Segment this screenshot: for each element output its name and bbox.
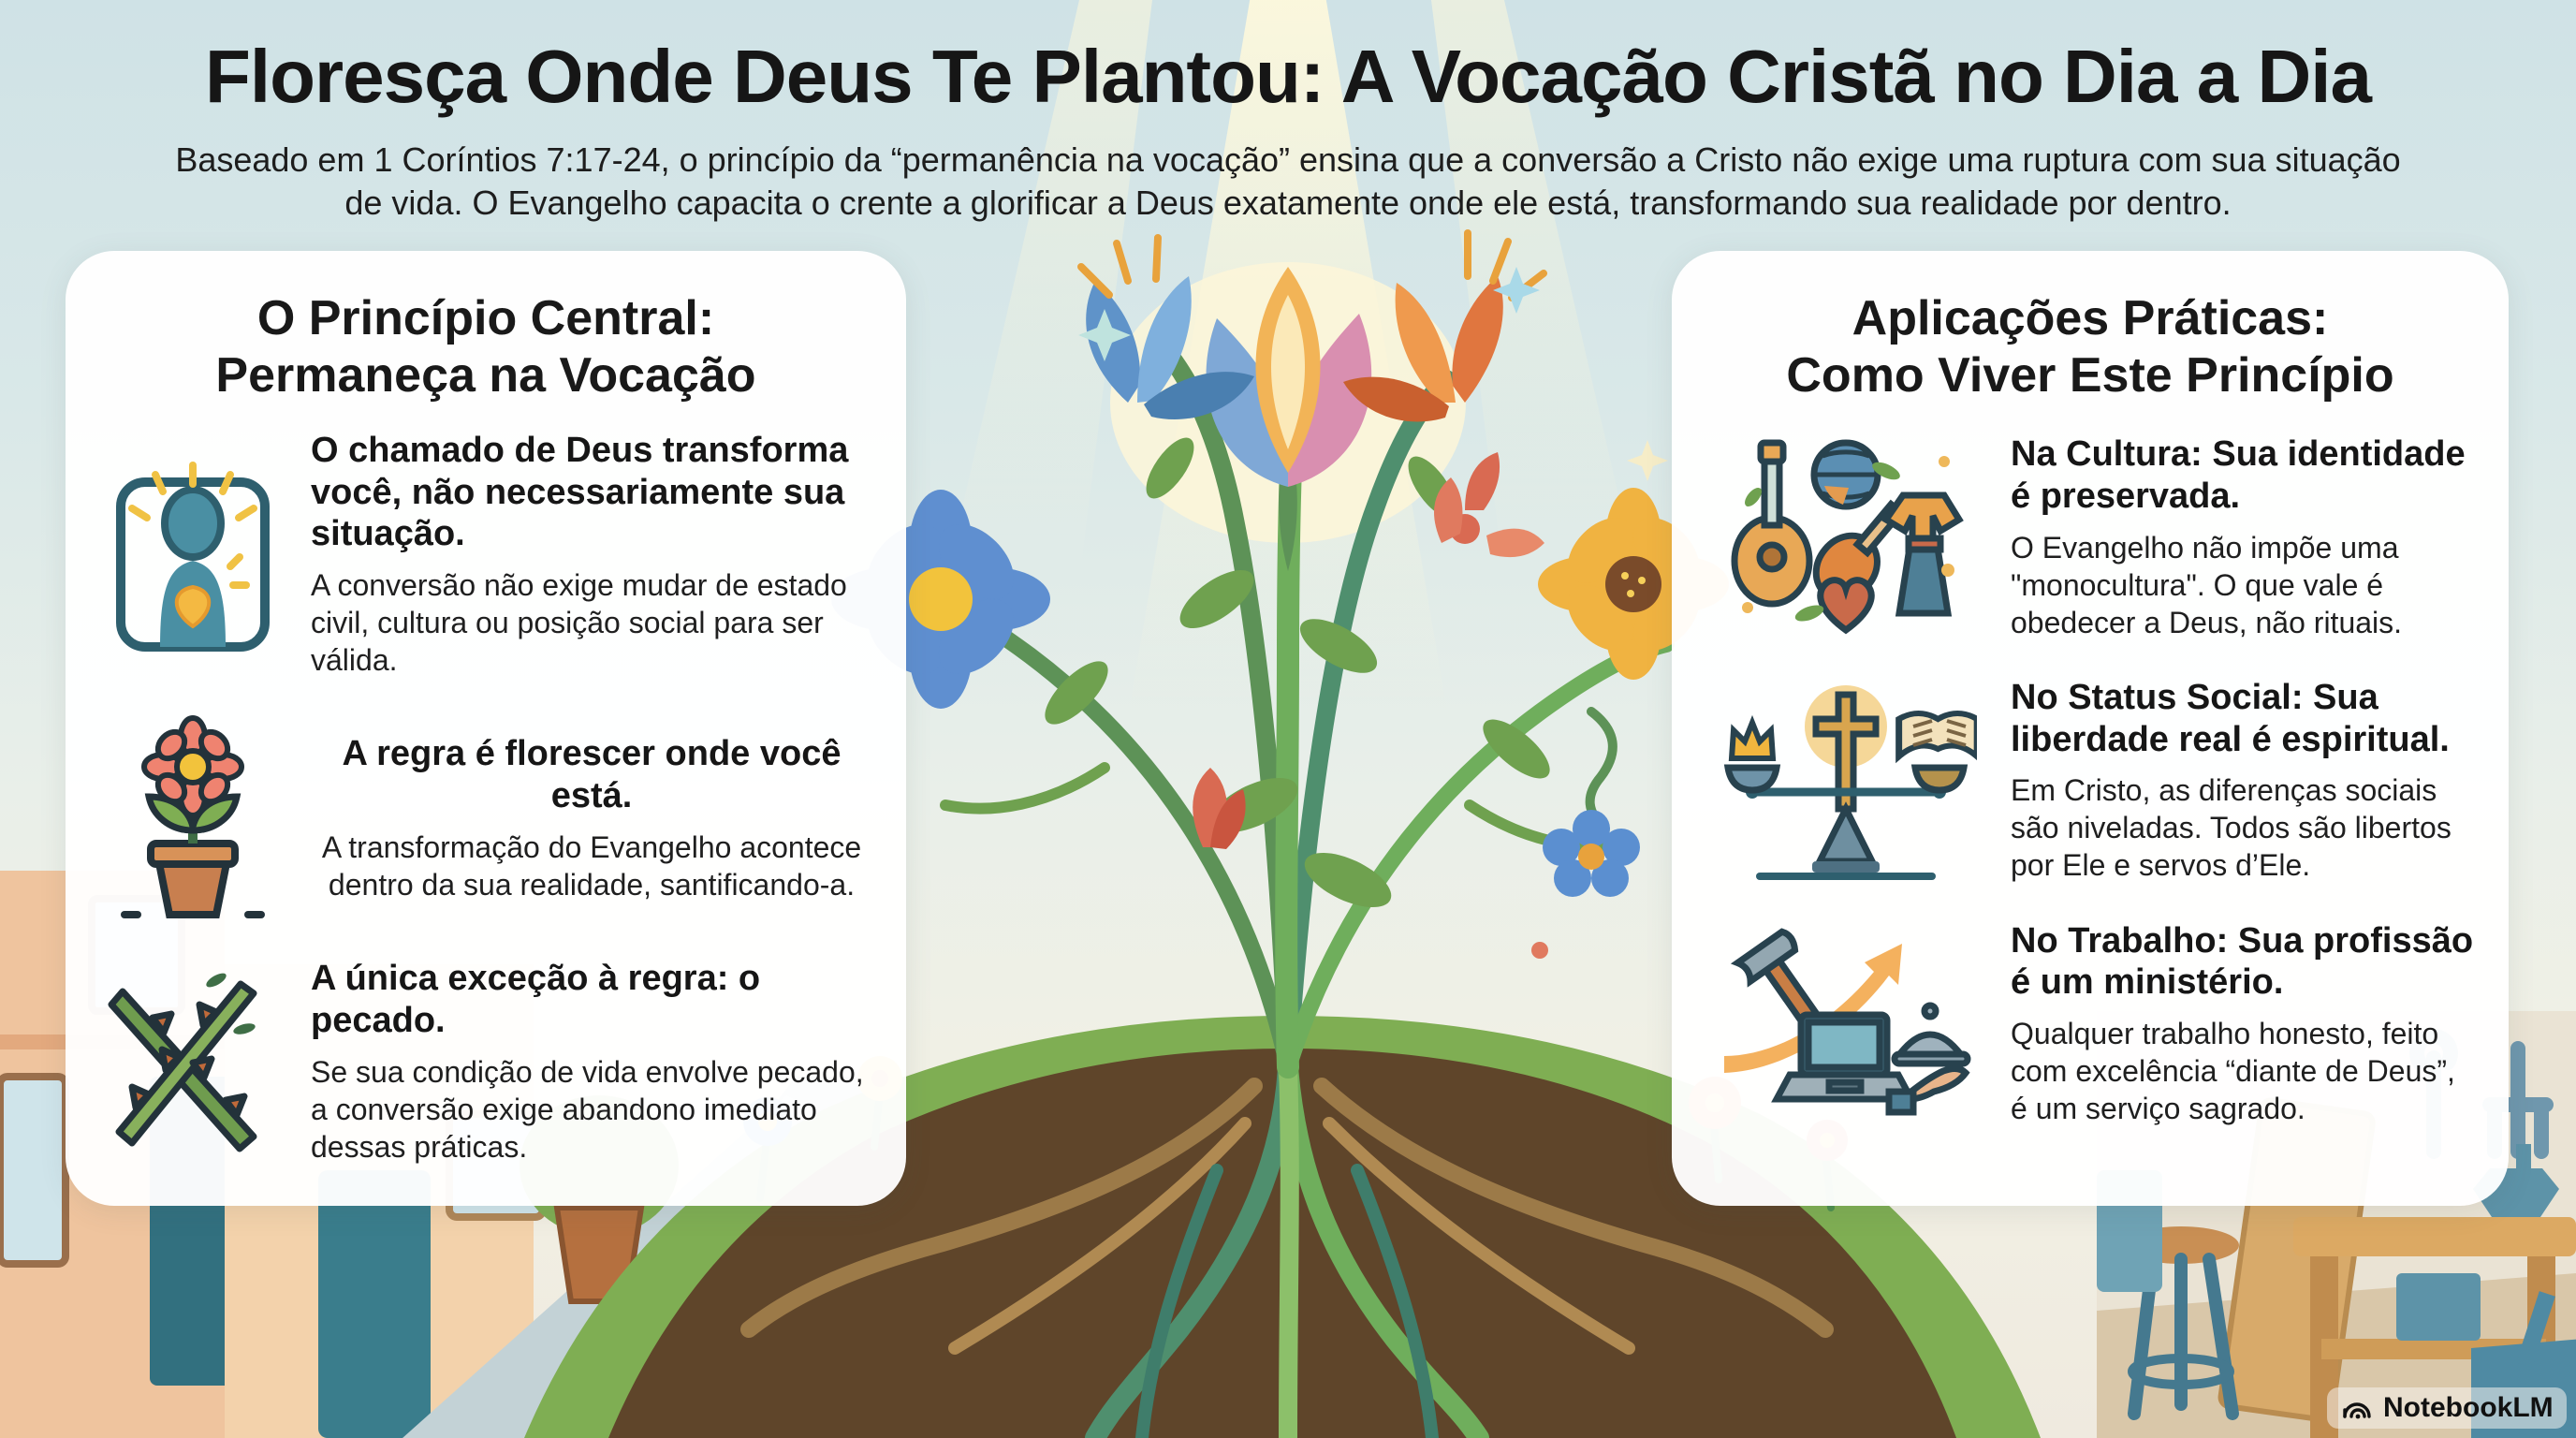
item-heading: A regra é florescer onde você está. (342, 734, 842, 816)
radiant-person-heart-icon (99, 447, 286, 662)
dress (1881, 492, 1964, 617)
item-body: Se sua condição de vida envolve pecado, … (311, 1054, 864, 1164)
potted-flower-icon (99, 711, 286, 926)
list-item: No Status Social: Sua liberdade real é e… (1672, 677, 2509, 885)
guitar (1731, 439, 1813, 608)
item-heading: No Trabalho: Sua profissão é um ministér… (2011, 920, 2474, 1003)
principle-panel: O Princípio Central: Permaneça na Vocaçã… (66, 251, 906, 1206)
list-item: A única exceção à regra: o pecado. Se su… (66, 958, 906, 1166)
coral-flower (1434, 452, 1544, 558)
item-heading: O chamado de Deus transforma você, não n… (311, 430, 849, 554)
page-subtitle: Baseado em 1 Coríntios 7:17-24, o princí… (175, 140, 2401, 223)
item-heading: Na Cultura: Sua identidade é preservada. (2011, 433, 2466, 516)
heading-line: Aplicações Práticas: (1852, 291, 2329, 345)
sparkles (1078, 267, 1668, 959)
list-item: A regra é florescer onde você está. A tr… (66, 711, 906, 926)
item-body: O Evangelho não impõe uma "monocultura".… (2011, 530, 2403, 639)
crossed-thorns-icon (99, 963, 286, 1160)
heading-line: O Princípio Central: (256, 291, 715, 345)
heading-line: Permaneça na Vocação (215, 348, 756, 404)
central-tulip-flower (1206, 267, 1372, 571)
scale-crown-cross-book-icon (1705, 678, 1986, 884)
page-title: Floresça Onde Deus Te Plantou: A Vocação… (205, 35, 2372, 118)
applications-panel: Aplicações Práticas: Como Viver Este Pri… (1672, 251, 2509, 1206)
item-body: Em Cristo, as diferenças sociais são niv… (2011, 773, 2452, 883)
small-blue-flower (1543, 810, 1640, 897)
red-tulip-bud (1193, 768, 1246, 849)
item-body: Qualquer trabalho honesto, feito com exc… (2011, 1017, 2455, 1126)
list-item: No Trabalho: Sua profissão é um ministér… (1672, 916, 2509, 1131)
heading-line: Como Viver Este Princípio (1786, 348, 2394, 404)
list-item: Na Cultura: Sua identidade é preservada.… (1672, 430, 2509, 645)
item-heading: No Status Social: Sua liberdade real é e… (2011, 677, 2450, 759)
list-item: O chamado de Deus transforma você, não n… (66, 430, 906, 679)
item-body: A conversão não exige mudar de estado ci… (311, 568, 847, 678)
applications-panel-heading: Aplicações Práticas: Como Viver Este Pri… (1700, 290, 2481, 405)
item-body: A transformação do Evangelho acontece de… (321, 830, 862, 902)
notebooklm-logo-icon (2343, 1402, 2371, 1419)
culture-heart-collage-icon (1705, 430, 1986, 645)
watermark-label: NotebookLM (2383, 1392, 2554, 1423)
item-heading: A única exceção à regra: o pecado. (311, 959, 761, 1041)
notebooklm-watermark: NotebookLM (2327, 1387, 2567, 1429)
work-hammer-laptop-service-arrow-icon (1705, 916, 1986, 1131)
principle-panel-heading: O Princípio Central: Permaneça na Vocaçã… (94, 290, 878, 405)
